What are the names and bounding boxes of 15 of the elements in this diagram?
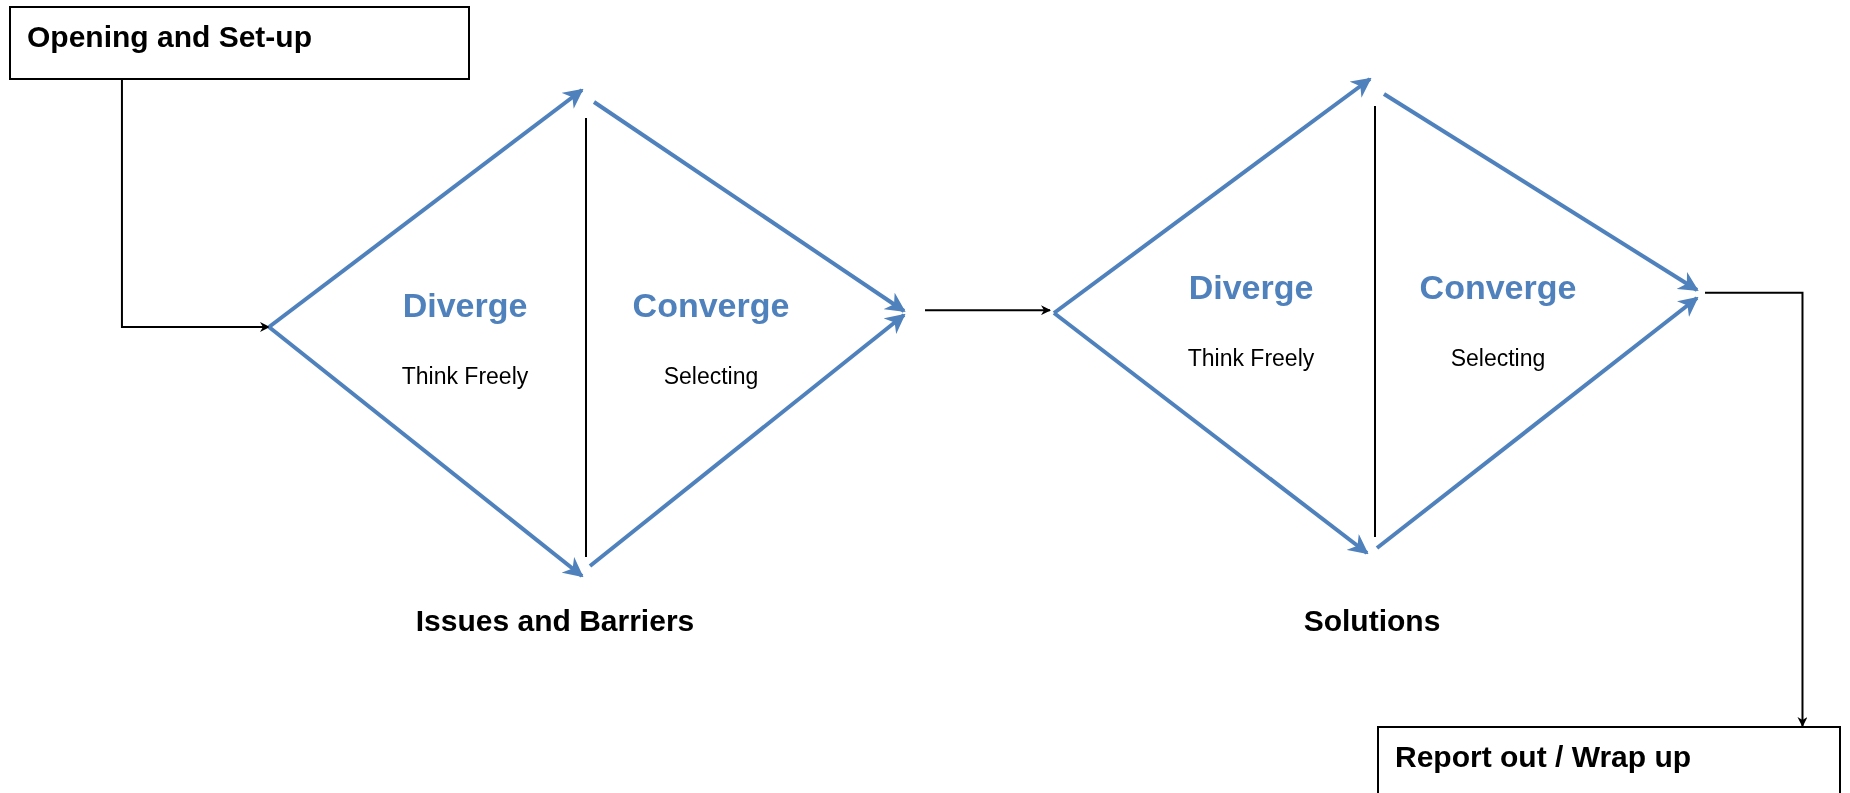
phase-subtitle: Think Freely — [1187, 344, 1315, 373]
stage-heading: Solutions — [1303, 604, 1441, 638]
phase-title: Diverge — [1188, 267, 1314, 307]
arrow — [924, 305, 1051, 316]
phase-title: Diverge — [402, 285, 528, 325]
process-box: Opening and Set-up — [9, 6, 470, 80]
phase-title: Converge — [632, 285, 790, 325]
arrow — [120, 79, 270, 332]
phase-subtitle: Think Freely — [401, 362, 529, 391]
phase-subtitle: Selecting — [1450, 344, 1546, 373]
phase-subtitle: Selecting — [663, 362, 759, 391]
process-box: Report out / Wrap up — [1377, 726, 1841, 793]
arrow — [1704, 291, 1808, 727]
phase-title: Converge — [1419, 267, 1577, 307]
stage-heading: Issues and Barriers — [415, 604, 695, 638]
